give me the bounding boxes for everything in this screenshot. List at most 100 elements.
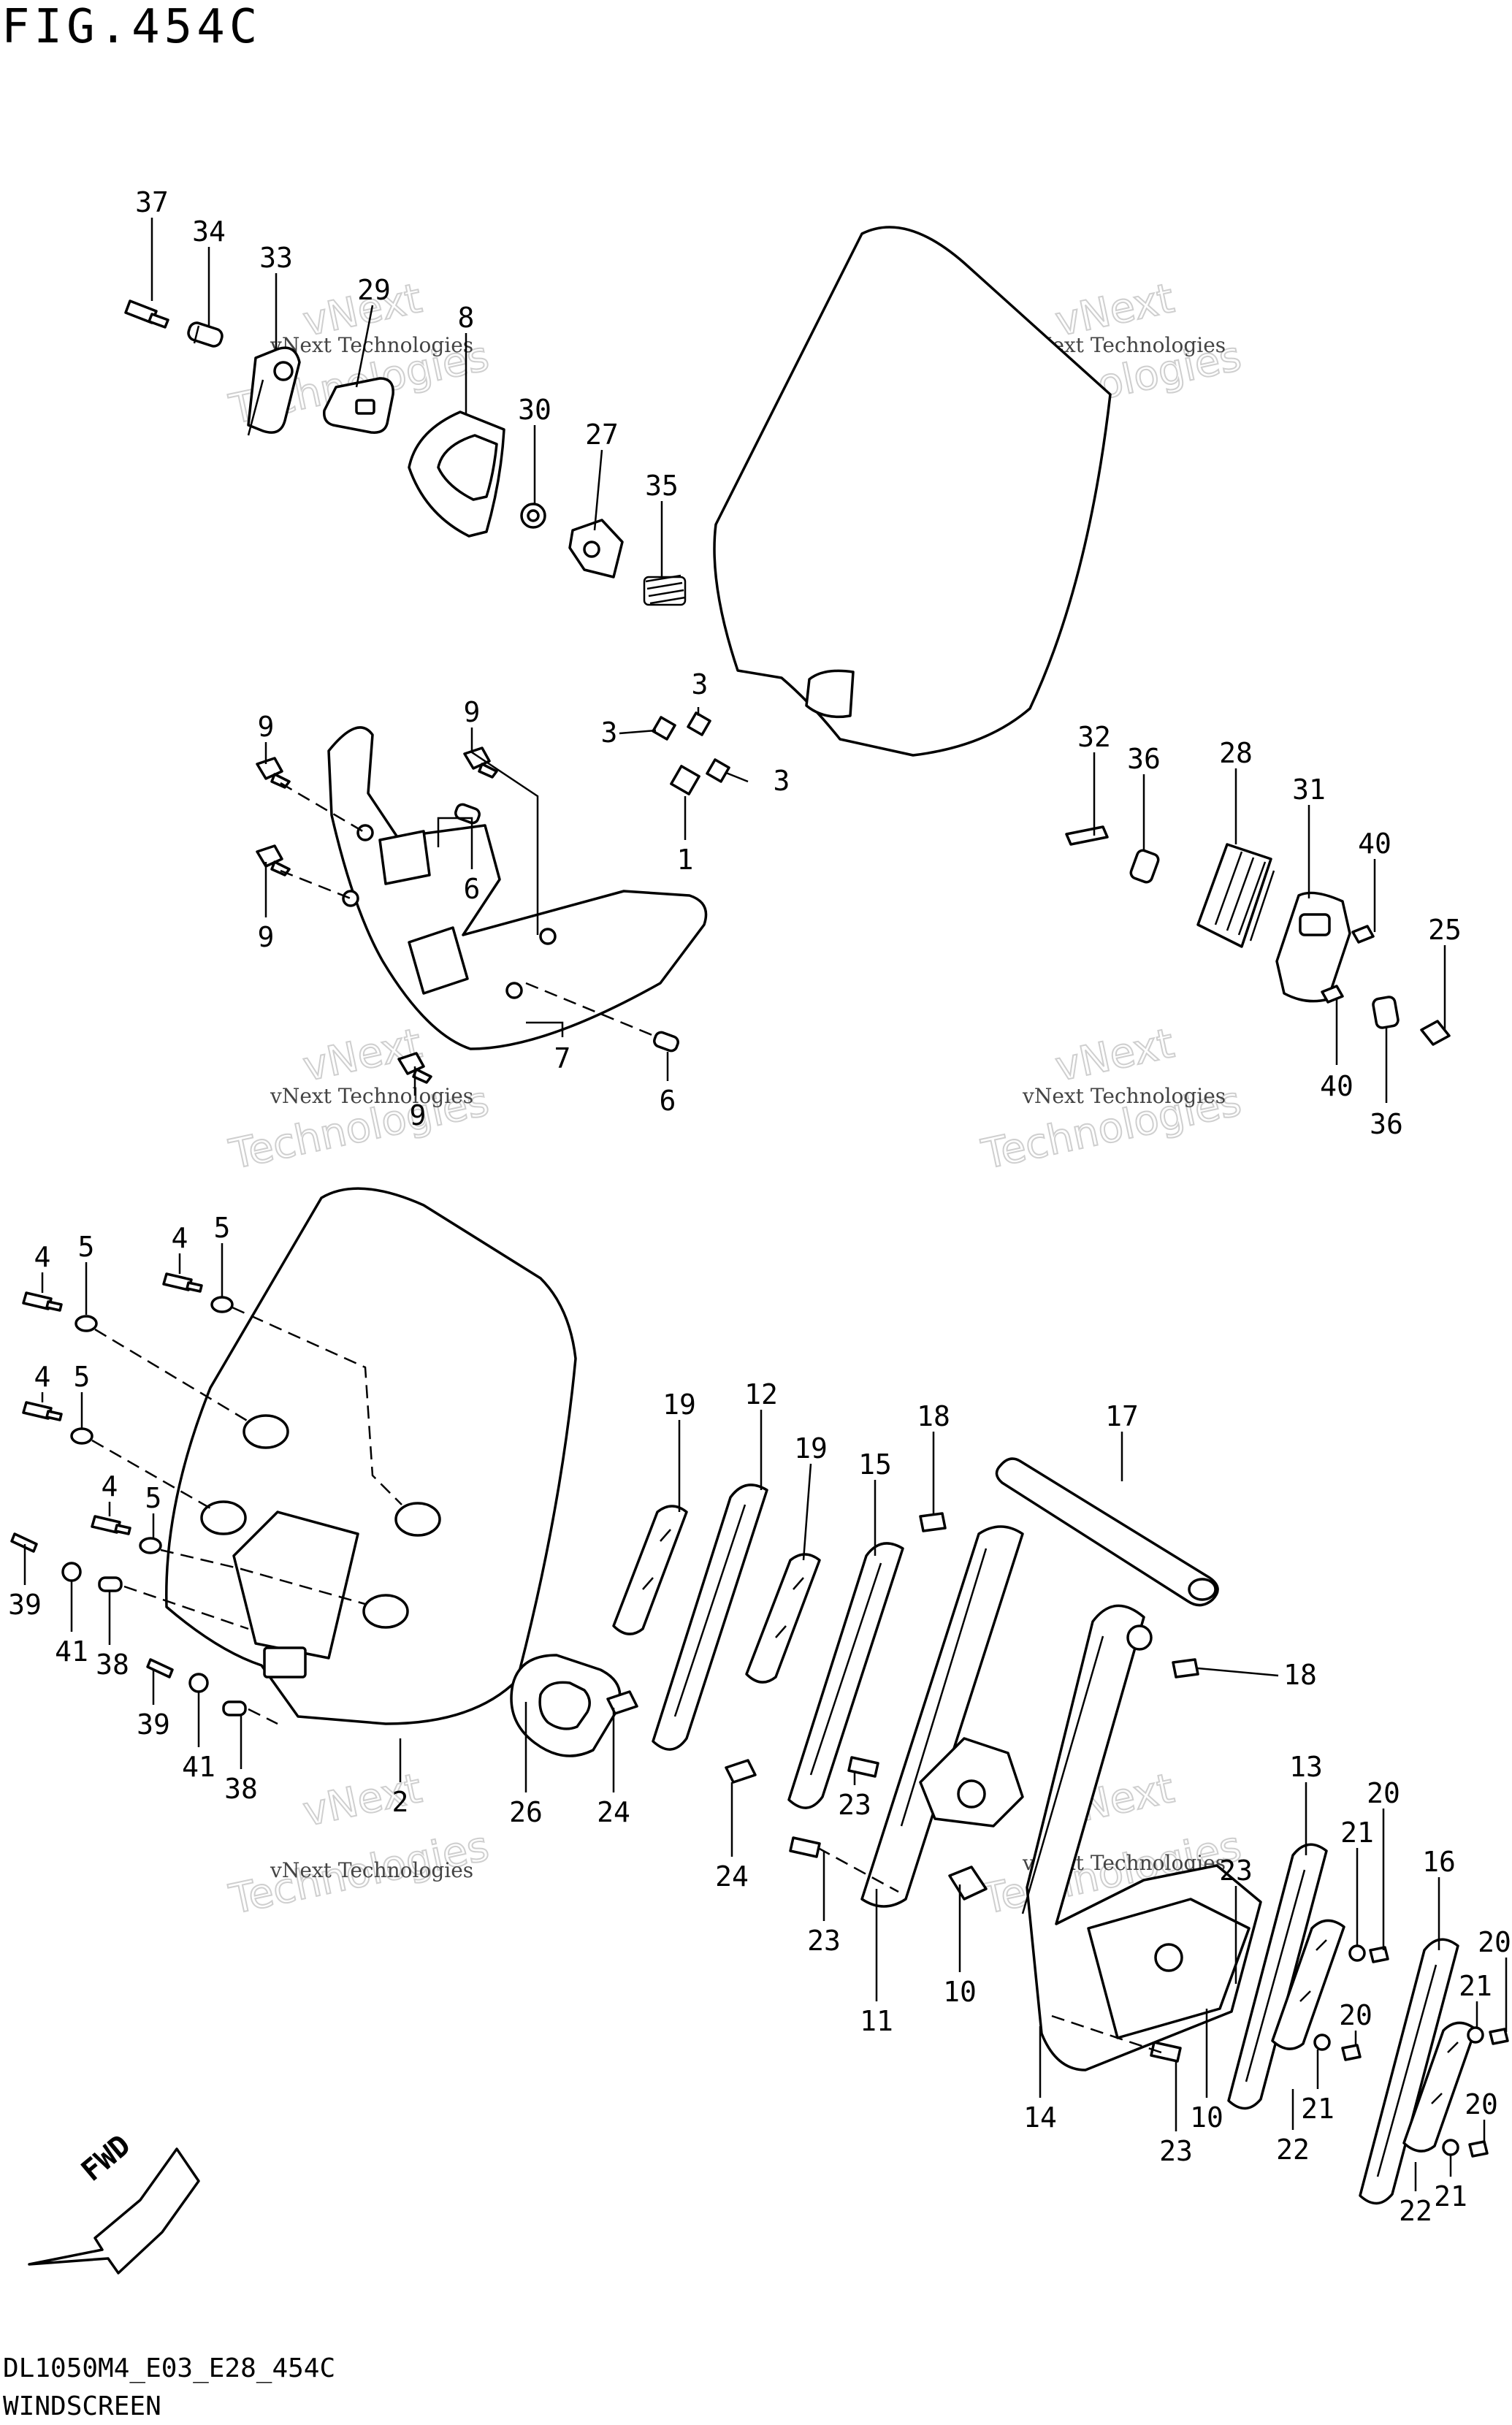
bolt-18a-icon bbox=[919, 1512, 947, 1532]
callout-3-left: 3 bbox=[601, 717, 618, 749]
pin-6a-icon bbox=[454, 803, 481, 825]
callout-5-a: 5 bbox=[78, 1231, 95, 1263]
callout-31: 31 bbox=[1292, 774, 1326, 806]
callout-20-b: 20 bbox=[1478, 1926, 1511, 1958]
callout-12: 12 bbox=[744, 1378, 778, 1410]
rivet-24b-icon bbox=[725, 1759, 757, 1784]
callout-28: 28 bbox=[1219, 737, 1253, 769]
callout-9-b: 9 bbox=[258, 921, 275, 953]
bracket-7-icon bbox=[327, 726, 708, 1050]
svg-text:vNext Technologies: vNext Technologies bbox=[270, 1858, 473, 1882]
callout-3-right: 3 bbox=[774, 765, 790, 797]
slide-22a-icon bbox=[1271, 1919, 1345, 2050]
watermark-mid-right: Technologies vNext vNext Technologies bbox=[977, 1019, 1245, 1180]
washer-5d-icon bbox=[139, 1537, 162, 1554]
screws-9-group bbox=[256, 746, 498, 1084]
callout-10-a: 10 bbox=[943, 1976, 977, 2008]
callout-labels: 37 34 33 29 8 30 27 35 3 3 3 1 9 9 9 9 6… bbox=[8, 186, 1511, 2227]
callout-41-b: 41 bbox=[182, 1751, 215, 1783]
nut-20d-icon bbox=[1468, 2140, 1489, 2158]
bracket-11-icon bbox=[860, 1525, 1024, 1908]
callout-1: 1 bbox=[677, 844, 694, 876]
nut-20a-icon bbox=[1369, 1946, 1389, 1963]
callout-30: 30 bbox=[518, 394, 551, 426]
washer-21b-icon bbox=[1313, 2033, 1331, 2051]
callout-5-c: 5 bbox=[74, 1361, 91, 1393]
washer-21d-icon bbox=[1442, 2139, 1459, 2156]
callout-4-a: 4 bbox=[34, 1241, 51, 1273]
callout-2: 2 bbox=[392, 1786, 409, 1818]
callout-23-a: 23 bbox=[838, 1789, 871, 1821]
collar-38a-icon bbox=[98, 1576, 123, 1592]
bolt-37-icon bbox=[124, 299, 169, 329]
rack-28-icon bbox=[1196, 843, 1275, 948]
washer-41a-icon bbox=[61, 1562, 82, 1582]
washer-41b-icon bbox=[188, 1673, 209, 1693]
lever-33-icon bbox=[247, 346, 301, 436]
model-code: DL1050M4_E03_E28_454C bbox=[3, 2353, 335, 2383]
callout-41-a: 41 bbox=[55, 1635, 88, 1668]
section-name: WINDSCREEN bbox=[3, 2391, 161, 2421]
washer-21c-icon bbox=[1467, 2026, 1484, 2044]
washer-21a-icon bbox=[1348, 1944, 1366, 1962]
callout-27: 27 bbox=[585, 419, 619, 451]
rail-15-icon bbox=[787, 1542, 904, 1809]
slide-19a-icon bbox=[612, 1505, 688, 1635]
nut-25-icon bbox=[1420, 1020, 1451, 1046]
callout-25: 25 bbox=[1428, 914, 1462, 946]
bolts-4-washers-5-group bbox=[10, 1272, 247, 1716]
callout-22-b: 22 bbox=[1399, 2195, 1432, 2227]
collar-38b-icon bbox=[222, 1700, 247, 1716]
callout-39-a: 39 bbox=[8, 1589, 42, 1621]
rail-12-icon bbox=[652, 1483, 768, 1751]
callout-36-a: 36 bbox=[1127, 743, 1161, 775]
callout-23-c: 23 bbox=[1219, 1855, 1253, 1887]
washer-5a-icon bbox=[75, 1315, 98, 1332]
callout-24-a: 24 bbox=[597, 1796, 630, 1828]
callout-16: 16 bbox=[1422, 1846, 1456, 1878]
washer-5b-icon bbox=[210, 1296, 234, 1313]
plate-26-icon bbox=[510, 1654, 622, 1757]
fwd-arrow-icon: FWD bbox=[28, 2128, 200, 2275]
mount-hole-icon bbox=[243, 1414, 289, 1449]
callout-4-c: 4 bbox=[34, 1361, 51, 1393]
svg-text:vNext Technologies: vNext Technologies bbox=[270, 1084, 473, 1108]
windscreen-top-icon bbox=[713, 226, 1112, 757]
callout-19-a: 19 bbox=[663, 1389, 696, 1421]
callout-18-a: 18 bbox=[917, 1400, 950, 1432]
callout-15: 15 bbox=[858, 1448, 892, 1481]
grommet-36a-icon bbox=[1129, 849, 1160, 884]
callout-36-b: 36 bbox=[1370, 1108, 1403, 1140]
screw-40a-icon bbox=[1351, 925, 1375, 944]
callout-11: 11 bbox=[860, 2005, 893, 2037]
bolt-23d-icon bbox=[1150, 2041, 1182, 2063]
watermark-mid-left: Technologies vNext vNext Technologies bbox=[224, 1019, 493, 1180]
callout-5-d: 5 bbox=[145, 1482, 162, 1514]
callout-24-b: 24 bbox=[715, 1860, 749, 1893]
callout-29: 29 bbox=[357, 274, 391, 306]
svg-text:FWD: FWD bbox=[75, 2128, 137, 2188]
callout-9-d: 9 bbox=[410, 1099, 427, 1131]
callout-4-b: 4 bbox=[172, 1222, 188, 1254]
svg-text:vNext Technologies: vNext Technologies bbox=[1022, 1084, 1226, 1108]
spring-35-icon bbox=[643, 574, 687, 606]
pin-6b-icon bbox=[653, 1031, 679, 1053]
callout-20-d: 20 bbox=[1465, 2088, 1498, 2120]
callout-40-a: 40 bbox=[1358, 828, 1391, 860]
figure-title: FIG.454C bbox=[1, 0, 261, 54]
callout-26: 26 bbox=[509, 1796, 543, 1828]
callout-38-b: 38 bbox=[224, 1773, 258, 1805]
right-upper-parts-group bbox=[1065, 825, 1451, 1046]
bracket-14-icon bbox=[1021, 1604, 1262, 2071]
pin-32-icon bbox=[1065, 825, 1109, 846]
callout-14: 14 bbox=[1023, 2101, 1057, 2134]
nut-plate-27-icon bbox=[568, 519, 624, 578]
leader-lines bbox=[23, 218, 1508, 2191]
callout-7: 7 bbox=[554, 1042, 571, 1074]
nut-20c-icon bbox=[1489, 2028, 1509, 2045]
callout-13: 13 bbox=[1289, 1751, 1323, 1783]
callout-33: 33 bbox=[259, 242, 293, 274]
callout-38-a: 38 bbox=[96, 1649, 129, 1681]
callout-35: 35 bbox=[645, 470, 679, 502]
callout-32: 32 bbox=[1077, 721, 1111, 753]
